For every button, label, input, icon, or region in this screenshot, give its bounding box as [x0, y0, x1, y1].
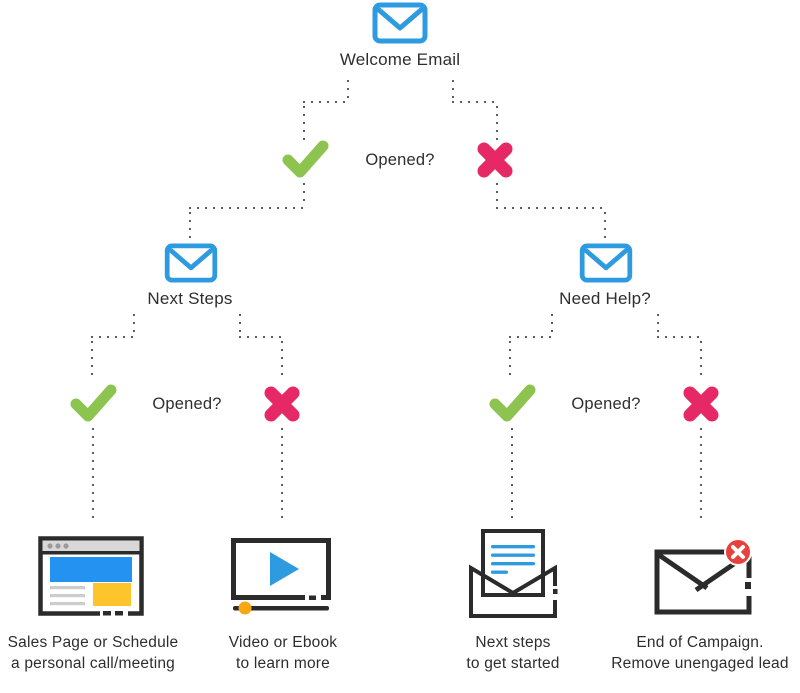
connector-dotted-line — [303, 101, 349, 103]
pink-x-icon — [263, 385, 301, 423]
connector-dotted-line — [303, 106, 305, 140]
connector-dotted-line — [452, 80, 454, 102]
connector-dotted-line — [551, 314, 553, 337]
connector-dotted-line — [700, 428, 702, 520]
pink-x-icon — [476, 141, 514, 179]
video-player-icon — [231, 538, 331, 615]
connector-dotted-line — [189, 207, 305, 209]
decision-question: Opened? — [365, 151, 435, 169]
connector-dotted-line — [133, 314, 135, 337]
green-check-icon — [282, 140, 329, 178]
connector-dotted-line — [657, 336, 701, 338]
email-icon — [579, 243, 633, 283]
connector-dotted-line — [91, 336, 135, 338]
caption-line: Remove unengaged lead — [611, 655, 789, 672]
connector-dotted-line — [509, 341, 511, 376]
envelope-removed-icon — [652, 538, 754, 616]
email-icon — [164, 243, 218, 283]
connector-dotted-line — [509, 336, 553, 338]
email-icon — [372, 2, 428, 44]
caption-line: End of Campaign. — [636, 634, 764, 651]
root-node-label: Welcome Email — [339, 50, 461, 69]
connector-dotted-line — [92, 428, 94, 520]
connector-dotted-line — [496, 106, 498, 140]
connector-dotted-line — [604, 212, 606, 238]
caption-line: a personal call/meeting — [11, 655, 175, 672]
outcome-caption: End of Campaign. Remove unengaged lead — [600, 632, 800, 674]
connector-dotted-line — [281, 341, 283, 376]
caption-line: Video or Ebook — [228, 634, 338, 651]
caption-line: to get started — [466, 655, 560, 672]
open-envelope-letter-icon — [468, 528, 558, 620]
outcome-caption: Video or Ebook to learn more — [213, 632, 353, 674]
connector-dotted-line — [347, 80, 349, 102]
green-check-icon — [489, 384, 536, 422]
connector-dotted-line — [452, 101, 498, 103]
decision-question: Opened? — [571, 395, 641, 413]
caption-line: to learn more — [236, 655, 330, 672]
connector-dotted-line — [91, 341, 93, 376]
connector-dotted-line — [496, 183, 498, 205]
connector-dotted-line — [511, 428, 513, 520]
connector-dotted-line — [496, 207, 606, 209]
outcome-caption: Next steps to get started — [443, 632, 583, 674]
connector-dotted-line — [303, 183, 305, 205]
caption-line: Next steps — [475, 634, 551, 651]
decision-question: Opened? — [152, 395, 222, 413]
connector-dotted-line — [657, 314, 659, 337]
green-check-icon — [70, 384, 117, 422]
right-node-label: Need Help? — [559, 289, 651, 308]
connector-dotted-line — [700, 341, 702, 376]
connector-dotted-line — [239, 336, 283, 338]
left-node-label: Next Steps — [147, 289, 233, 308]
connector-dotted-line — [281, 428, 283, 520]
outcome-caption: Sales Page or Schedule a personal call/m… — [0, 632, 186, 674]
caption-line: Sales Page or Schedule — [7, 634, 179, 651]
connector-dotted-line — [239, 314, 241, 337]
pink-x-icon — [682, 385, 720, 423]
connector-dotted-line — [189, 212, 191, 238]
browser-window-icon — [38, 536, 144, 616]
